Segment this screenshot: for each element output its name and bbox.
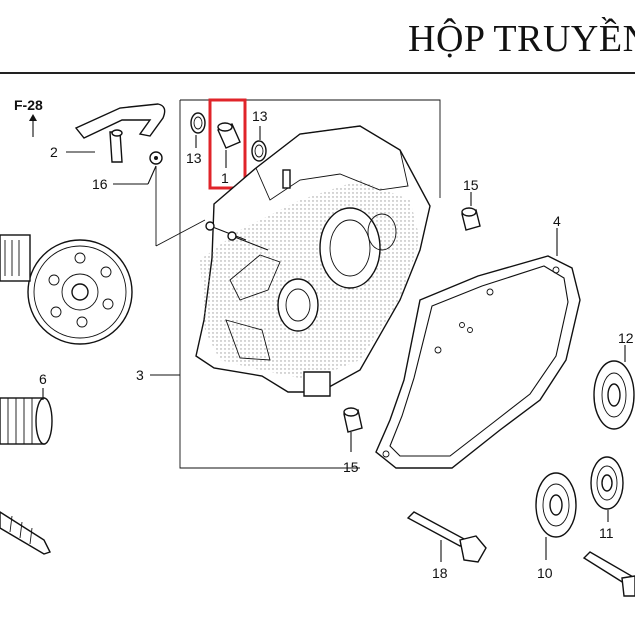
part-1-highlight-box [208,98,247,190]
callout-10: 10 [537,565,553,581]
part-bolt-right [582,551,635,597]
part-1-dowel-pin [217,122,241,149]
callout-16: 16 [92,176,108,192]
part-2-hose [74,103,166,163]
callout-3: 3 [136,367,144,383]
part-3-frame [179,99,441,469]
callout-6: 6 [39,371,47,387]
part-12-bearing [593,360,635,430]
part-11-bearing [590,456,624,510]
part-10-bearing [535,472,577,538]
part-18-bolt [406,511,487,563]
callout-11: 11 [599,525,614,541]
callout-15-upper: 15 [463,177,479,193]
callout-18: 18 [432,565,448,581]
part-13-oring-left [190,112,206,134]
ref-f28: F-28 [14,97,43,137]
page-title: HỘP TRUYỀN ĐỘNG [408,18,635,60]
part-6-pinion-gear [0,397,53,445]
part-15-dowel-lower [343,407,363,433]
part-final-gear [0,234,133,345]
part-3-transmission-case [195,125,431,397]
callout-2: 2 [50,144,58,160]
title-divider [0,72,635,74]
part-15-dowel-upper [461,207,481,231]
callout-1: 1 [221,170,229,186]
callout-13-right: 13 [252,108,268,124]
part-13-oring-right [251,140,267,162]
ref-f28-label: F-28 [14,97,43,113]
part-4-gasket [375,255,581,469]
callout-13-left: 13 [186,150,202,166]
callout-15-lower: 15 [343,459,359,475]
callout-12: 12 [618,330,634,346]
part-drive-shaft [0,511,51,555]
part-16-clip [149,151,163,165]
callout-4: 4 [553,213,561,229]
